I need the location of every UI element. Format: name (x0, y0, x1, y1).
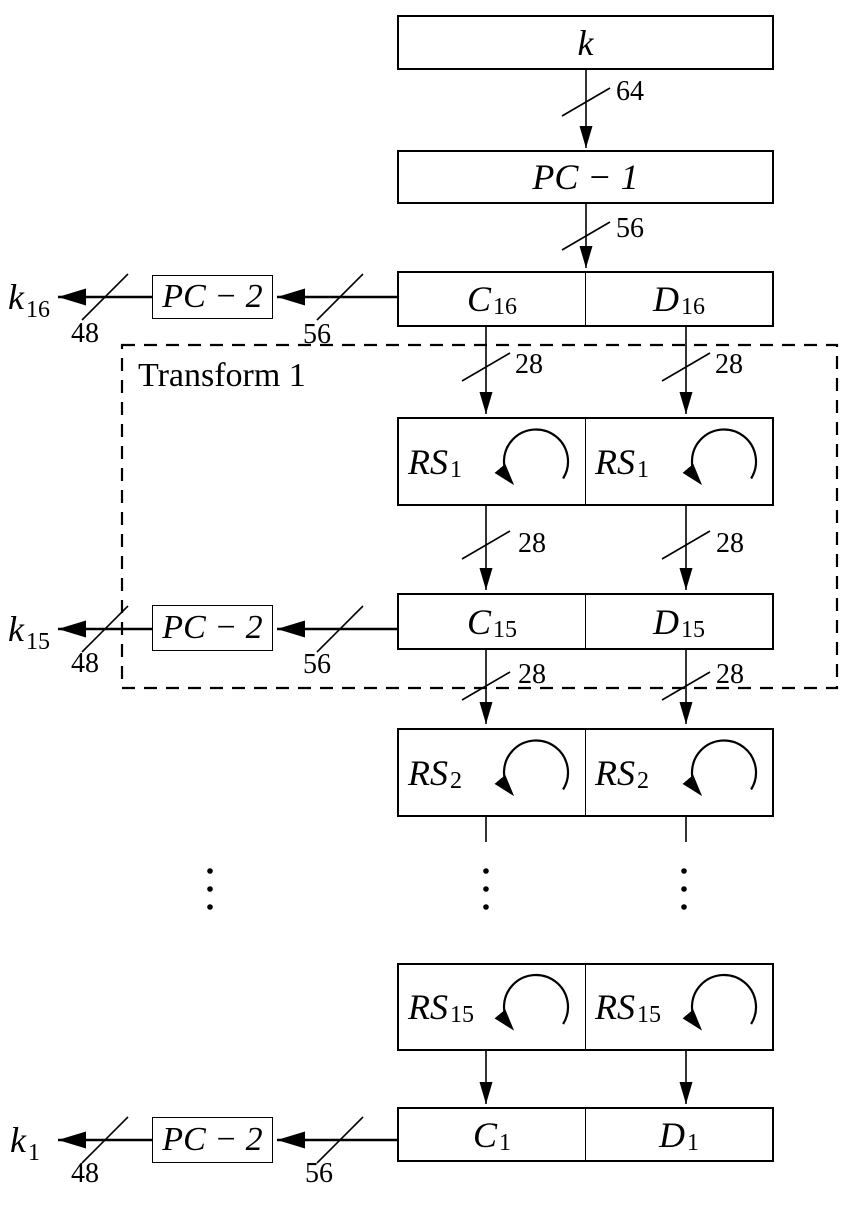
subkey-label-k15: k15 (8, 609, 50, 654)
bus-width-28-c16: 28 (515, 349, 543, 380)
bus-width-64: 64 (616, 76, 644, 107)
pc2-label-15: PC − 2 (162, 609, 263, 646)
bus-tick-28-d16 (661, 352, 711, 382)
bus-tick-28-c16 (461, 352, 511, 382)
bus-width-28-d15: 28 (716, 659, 744, 690)
pc2-label-1: PC − 2 (162, 1121, 263, 1158)
subkey-k16-subscript: 16 (25, 297, 50, 324)
bus-width-28-rs1c: 28 (518, 528, 546, 559)
rs2-left-label: RS (408, 752, 448, 793)
bus-tick-28-c15 (461, 671, 511, 701)
ellipsis-dot (483, 904, 489, 910)
bus-tick-56-top (561, 221, 611, 251)
bus-width-48-row15: 48 (71, 648, 99, 679)
c16-label: C (466, 279, 491, 319)
bus-width-56-row15: 56 (303, 649, 331, 680)
subkey-label-k16: k16 (8, 277, 50, 322)
key-label: k (577, 22, 594, 63)
rs15-right-label: RS (595, 987, 635, 1027)
bus-tick-28-d15 (661, 671, 711, 701)
bus-width-56-row16: 56 (303, 319, 331, 350)
transform1-label: Transform 1 (138, 357, 306, 394)
pc2-box-16: PC − 2 (152, 275, 273, 319)
ellipsis-dot (207, 904, 213, 910)
subkey-k1-base: k (10, 1120, 26, 1160)
d15-label: D (653, 601, 679, 642)
c15-label: C (466, 601, 491, 642)
bus-width-28-d16: 28 (715, 349, 743, 380)
bus-width-56-top: 56 (616, 213, 644, 244)
pc2-label-16: PC − 2 (162, 278, 263, 315)
bus-tick-56-row1 (316, 1116, 364, 1164)
pc1-box: PC − 1 (397, 150, 774, 204)
bus-tick-28-rs1c (461, 530, 511, 560)
ellipsis-dot (483, 868, 489, 874)
bus-tick-48-row16 (81, 273, 129, 321)
ellipsis-dot (207, 886, 213, 892)
bus-width-56-row1: 56 (305, 1158, 333, 1189)
subkey-k1-subscript: 1 (27, 1140, 40, 1167)
bus-tick-56-row15 (316, 605, 364, 653)
key-box: k (397, 15, 774, 70)
rs15-left-label: RS (408, 987, 448, 1027)
ellipsis-dot (483, 886, 489, 892)
bus-tick-64 (561, 87, 611, 117)
c1-label: C (472, 1114, 497, 1155)
d16-label: D (653, 279, 679, 319)
bus-width-28-rs1d: 28 (716, 528, 744, 559)
bus-width-48-row16: 48 (71, 318, 99, 349)
bus-width-28-c15: 28 (518, 659, 546, 690)
rs2-right-label: RS (595, 752, 635, 793)
ellipsis-dot (681, 886, 687, 892)
rs1-left-label: RS (408, 441, 448, 482)
bus-tick-48-row1 (81, 1116, 129, 1164)
d1-label: D (659, 1114, 685, 1155)
pc2-box-1: PC − 2 (152, 1117, 273, 1163)
bus-tick-48-row15 (81, 605, 129, 653)
ellipsis-dot (681, 904, 687, 910)
bus-tick-56-row16 (316, 273, 364, 321)
pc1-label: PC − 1 (532, 157, 639, 197)
subkey-k16-base: k (8, 277, 24, 317)
pc2-box-15: PC − 2 (152, 605, 273, 651)
subkey-k15-base: k (8, 609, 24, 649)
ellipsis-dot (207, 868, 213, 874)
ellipsis-dots (207, 868, 687, 910)
subkey-label-k1: k1 (10, 1120, 40, 1165)
ellipsis-dot (681, 868, 687, 874)
bus-width-48-row1: 48 (71, 1158, 99, 1189)
rs1-right-label: RS (595, 441, 635, 482)
subkey-k15-subscript: 15 (25, 629, 50, 656)
bus-tick-28-rs1d (661, 530, 711, 560)
